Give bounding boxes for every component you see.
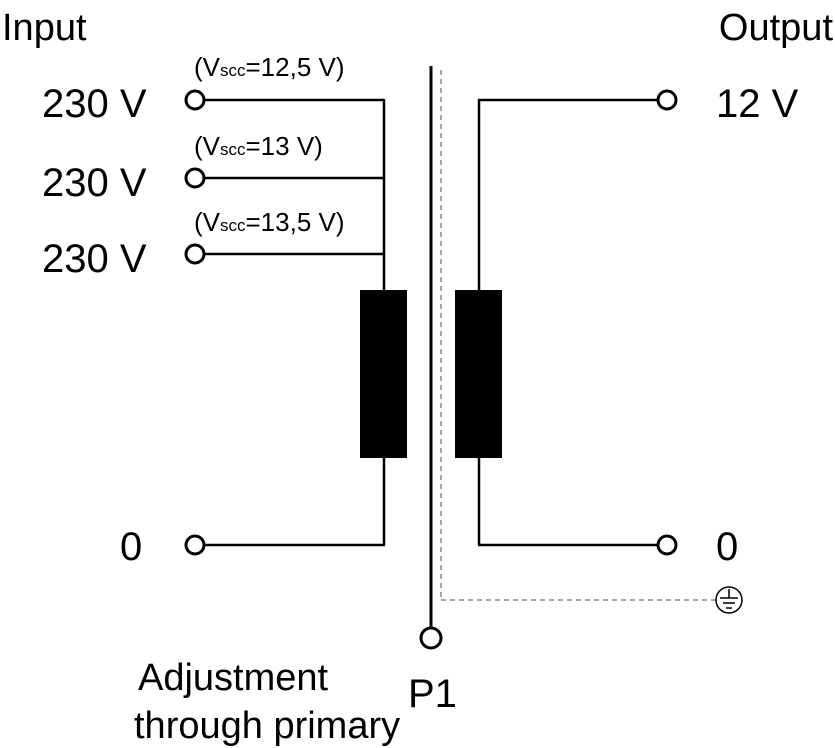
tap-2-note: (Vscc=13 V) (194, 131, 323, 161)
terminal-circle-icon (184, 167, 206, 189)
terminal-circle-icon (656, 534, 678, 556)
terminal-circle-icon (419, 626, 443, 650)
output-heading: Output (719, 7, 834, 49)
terminal-circle-icon (184, 534, 206, 556)
adjustment-caption-line-2: through primary (134, 705, 400, 747)
tap-1-voltage: 230 V (42, 82, 147, 126)
earth-ground-icon (715, 586, 743, 614)
secondary-bottom-label: 0 (716, 525, 738, 569)
tap-2-voltage: 230 V (42, 161, 147, 205)
terminal-circle-icon (184, 243, 206, 265)
tap-1-note: (Vscc=12,5 V) (194, 52, 345, 82)
tap-3-voltage: 230 V (42, 237, 147, 281)
primary-winding (360, 290, 407, 458)
adjustment-caption-line-1: Adjustment (138, 657, 329, 699)
input-heading: Input (2, 7, 87, 49)
primary-wiring (204, 98, 386, 547)
secondary-winding (455, 290, 502, 458)
primary-common-label: 0 (120, 525, 142, 569)
tap-3-note: (Vscc=13,5 V) (194, 207, 345, 237)
terminal-circle-icon (656, 89, 678, 111)
p1-label: P1 (408, 672, 457, 716)
secondary-wiring (477, 98, 657, 547)
secondary-top-label: 12 V (716, 82, 799, 126)
terminal-circle-icon (184, 89, 206, 111)
